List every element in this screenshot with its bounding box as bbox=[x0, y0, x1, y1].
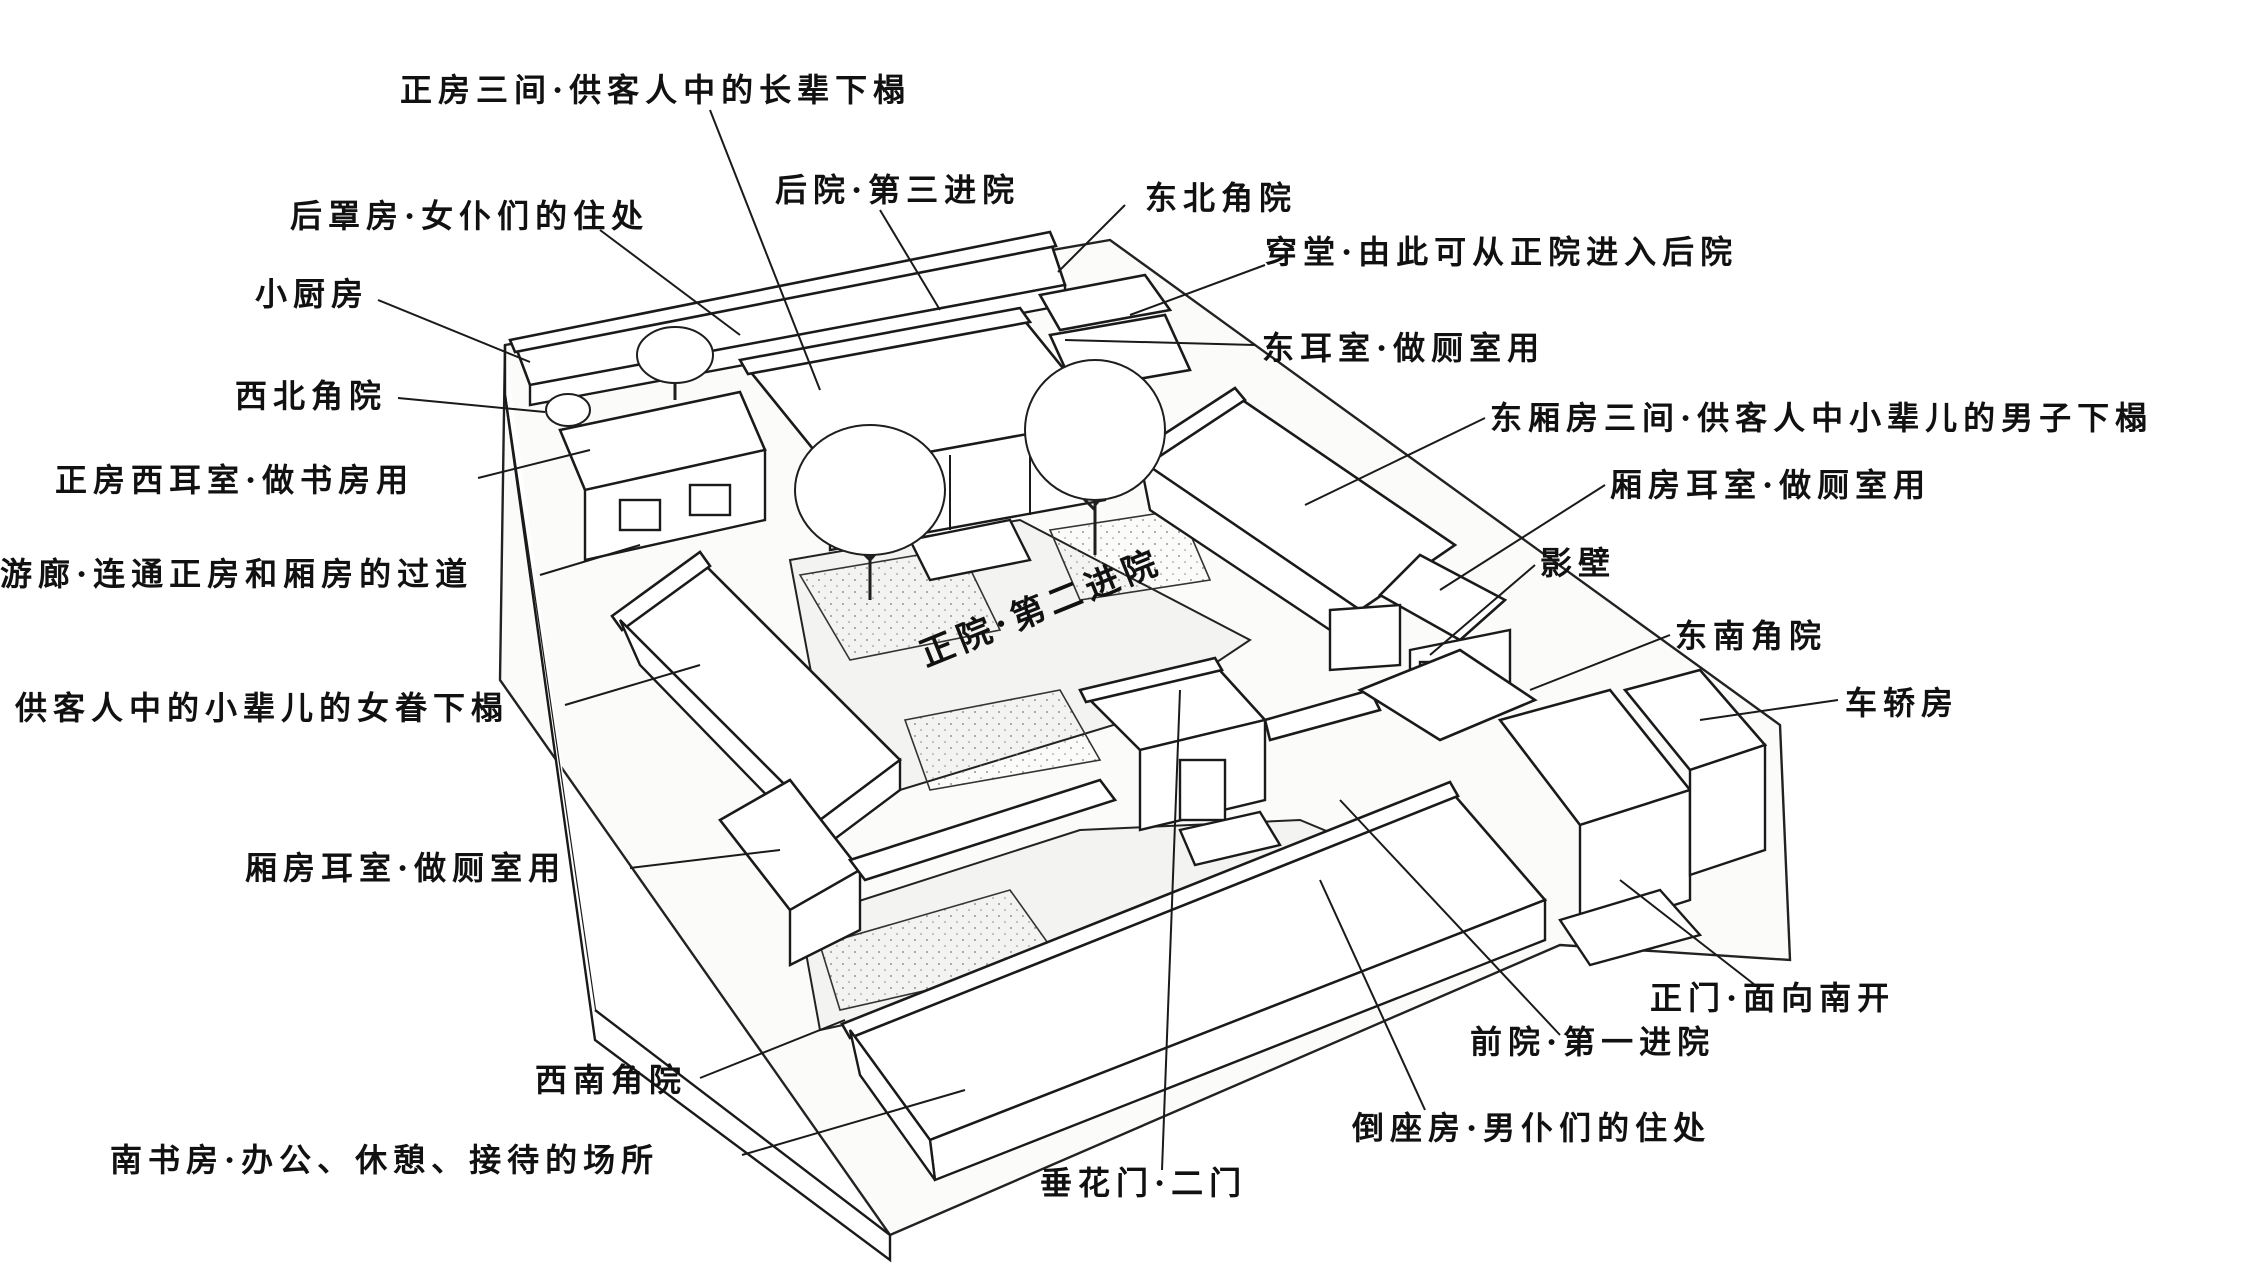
label-screen-wall: 影壁 bbox=[1540, 544, 1617, 582]
label-wing-ear-room-east: 厢房耳室·做厕室用 bbox=[1610, 466, 1932, 504]
leader-lines bbox=[377, 109, 1839, 1171]
rear-row-ridge bbox=[508, 230, 1058, 354]
label-northeast-yard: 东北角院 bbox=[1145, 179, 1298, 217]
label-west-wing: 供客人中的小辈儿的女眷下榻 bbox=[15, 689, 510, 727]
tree-northwest-small bbox=[545, 393, 591, 427]
label-veranda: 游廊·连通正房和厢房的过道 bbox=[0, 555, 474, 593]
label-small-kitchen: 小厨房 bbox=[255, 275, 370, 313]
tree-rear bbox=[636, 326, 714, 400]
label-south-row: 倒座房·男仆们的住处 bbox=[1352, 1109, 1712, 1147]
label-carriage-house: 车轿房 bbox=[1845, 684, 1960, 722]
label-west-ear-room: 正房西耳室·做书房用 bbox=[55, 461, 415, 499]
label-wing-ear-room-west: 厢房耳室·做厕室用 bbox=[245, 849, 567, 887]
label-southwest-yard: 西南角院 bbox=[535, 1061, 688, 1099]
label-front-yard: 前院·第一进院 bbox=[1470, 1023, 1716, 1061]
label-passage-hall: 穿堂·由此可从正院进入后院 bbox=[1265, 233, 1739, 271]
southeast-corridor-roof bbox=[1357, 648, 1538, 742]
label-rear-yard: 后院·第三进院 bbox=[775, 171, 1021, 209]
label-main-gate: 正门·面向南开 bbox=[1650, 979, 1896, 1017]
label-east-wing: 东厢房三间·供客人中小辈儿的男子下榻 bbox=[1490, 399, 2154, 437]
label-east-ear-room: 东耳室·做厕室用 bbox=[1262, 329, 1546, 367]
label-southeast-yard: 东南角院 bbox=[1675, 617, 1828, 655]
label-rear-row: 后罩房·女仆们的住处 bbox=[290, 197, 650, 235]
tree-west bbox=[794, 424, 946, 600]
tree-east bbox=[1024, 359, 1166, 555]
label-main-hall: 正房三间·供客人中的长辈下榻 bbox=[400, 71, 912, 109]
label-south-study: 南书房·办公、休憩、接待的场所 bbox=[110, 1141, 660, 1179]
label-northwest-yard: 西北角院 bbox=[235, 377, 388, 415]
label-inner-gate: 垂花门·二门 bbox=[1040, 1164, 1248, 1202]
